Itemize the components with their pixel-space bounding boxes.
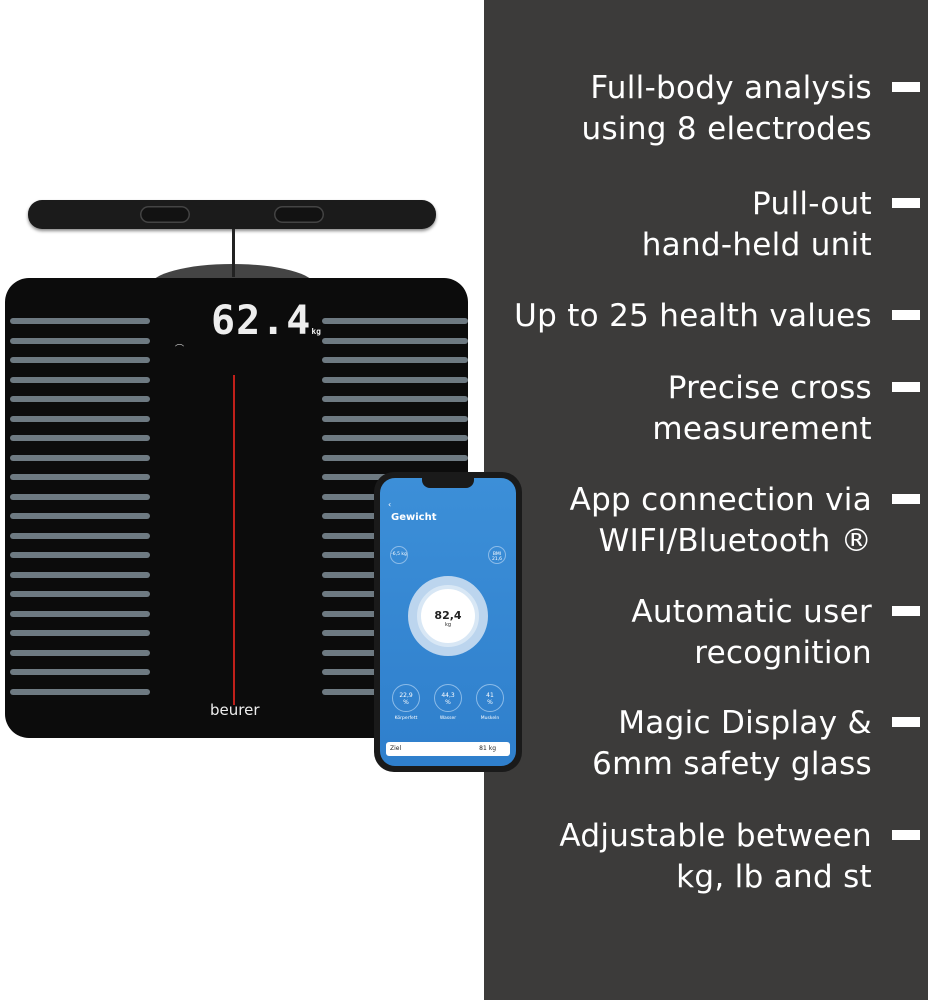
- feature-text: Precise cross: [667, 370, 872, 406]
- electrode-stripe: [322, 357, 468, 363]
- bullet-marker: [892, 82, 920, 92]
- scale-display: 62.4kg: [211, 298, 321, 344]
- electrode-stripe: [10, 649, 150, 656]
- electrode-stripe: [10, 357, 150, 363]
- feature-text: using 8 electrodes: [581, 111, 872, 147]
- feature-text: Up to 25 health values: [514, 298, 872, 334]
- electrode-stripe: [10, 474, 150, 480]
- feature-item: Automatic user recognition: [631, 592, 920, 674]
- electrode-stripe: [10, 318, 150, 324]
- electrode-stripe: [322, 435, 468, 441]
- electrode-stripe: [322, 376, 468, 383]
- weight-value: 82,4: [434, 609, 462, 622]
- electrode-grip-right: [274, 206, 324, 223]
- electrode-stripe: [10, 532, 150, 539]
- weight-unit: kg: [444, 622, 452, 628]
- app-title: Gewicht: [391, 512, 437, 523]
- cable: [232, 229, 235, 277]
- metric-label: Muskeln: [480, 716, 500, 721]
- electrode-stripe: [10, 435, 150, 441]
- electrode-stripe: [10, 610, 150, 617]
- bullet-marker: [892, 382, 920, 392]
- metric-body-fat: 22,9%: [392, 684, 420, 712]
- hand-held-unit: [28, 200, 436, 229]
- feature-item: Full-body analysis using 8 electrodes: [581, 68, 920, 150]
- bullet-marker: [892, 198, 920, 208]
- feature-text: measurement: [652, 411, 872, 447]
- feature-item: Pull-out hand-held unit: [641, 184, 920, 266]
- weight-change-badge: -6,5 kg: [390, 546, 408, 564]
- bullet-marker: [892, 310, 920, 320]
- feature-text: recognition: [694, 635, 872, 671]
- electrode-stripe: [322, 454, 468, 461]
- electrode-stripe: [322, 337, 468, 344]
- goal-row[interactable]: Ziel 81 kg: [386, 742, 510, 756]
- metric-water: 44,3%: [434, 684, 462, 712]
- electrode-stripe: [10, 571, 150, 578]
- goal-label: Ziel: [390, 745, 402, 752]
- electrode-stripe: [10, 337, 150, 344]
- feature-item: Precise cross measurement: [652, 368, 920, 450]
- electrode-stripe: [10, 630, 150, 636]
- phone-notch: [422, 478, 474, 488]
- feature-text: 6mm safety glass: [592, 746, 872, 782]
- bmi-badge: BMI 21,6: [488, 546, 506, 564]
- feature-text: App connection via: [569, 482, 872, 518]
- electrode-stripe: [10, 513, 150, 519]
- electrode-stripe: [10, 591, 150, 597]
- metric-label: Wasser: [439, 716, 457, 721]
- feature-item: Adjustable between kg, lb and st: [559, 816, 920, 898]
- feature-text: WIFI/Bluetooth ®: [598, 523, 872, 559]
- electrode-stripe: [10, 396, 150, 402]
- back-icon[interactable]: ‹: [388, 500, 392, 509]
- electrode-stripe: [10, 552, 150, 558]
- bullet-marker: [892, 830, 920, 840]
- electrode-stripe: [10, 376, 150, 383]
- feature-text: kg, lb and st: [676, 859, 872, 895]
- bullet-marker: [892, 717, 920, 727]
- electrode-stripe: [10, 493, 150, 500]
- goal-value: 81 kg: [479, 745, 496, 752]
- feature-text: hand-held unit: [641, 227, 872, 263]
- electrode-stripe: [322, 318, 468, 324]
- electrode-grip-left: [140, 206, 190, 223]
- metric-muscle: 41%: [476, 684, 504, 712]
- display-unit: kg: [311, 327, 321, 336]
- user-icon: ⌒: [175, 345, 185, 355]
- bullet-marker: [892, 494, 920, 504]
- electrode-stripe: [10, 669, 150, 675]
- bullet-marker: [892, 606, 920, 616]
- electrode-stripe: [10, 454, 150, 461]
- feature-text: Adjustable between: [559, 818, 872, 854]
- feature-text: Pull-out: [752, 186, 872, 222]
- electrode-stripe: [322, 396, 468, 402]
- feature-text: Full-body analysis: [590, 70, 872, 106]
- electrode-stripe: [322, 415, 468, 422]
- electrode-stripe: [10, 688, 150, 695]
- feature-item: Magic Display & 6mm safety glass: [592, 703, 920, 785]
- red-divider: [233, 375, 235, 705]
- metric-label: Körperfett: [394, 716, 418, 721]
- feature-item: Up to 25 health values: [514, 296, 920, 337]
- display-value: 62.4: [211, 298, 312, 344]
- brand-logo: beurer: [210, 701, 260, 719]
- electrode-stripe: [10, 415, 150, 422]
- feature-text: Automatic user: [631, 594, 872, 630]
- feature-text: Magic Display &: [618, 705, 872, 741]
